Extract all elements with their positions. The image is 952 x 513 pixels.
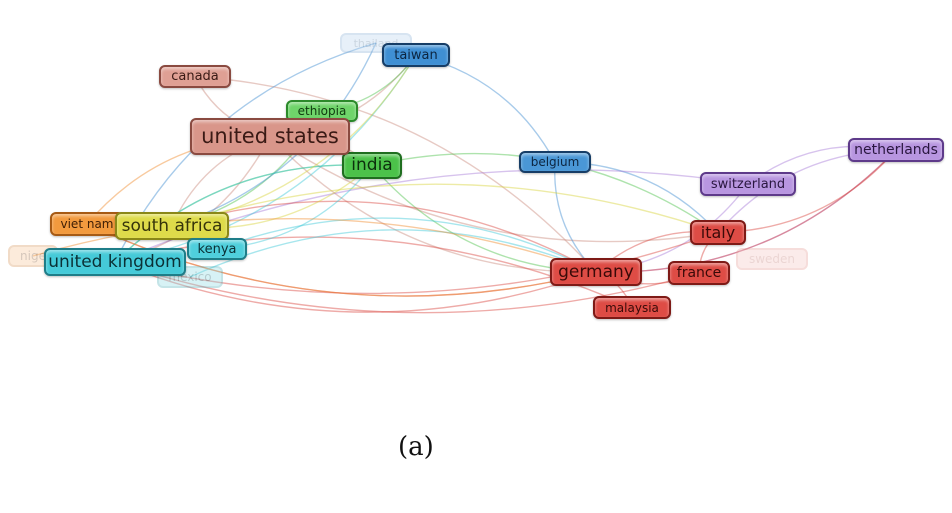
- link-germany-south-africa: [171, 200, 597, 273]
- node-france[interactable]: france: [668, 261, 730, 285]
- link-taiwan-belgium: [415, 54, 556, 163]
- node-united-states[interactable]: united states: [190, 118, 350, 155]
- node-germany[interactable]: germany: [550, 258, 642, 286]
- link-united-states-germany: [269, 136, 597, 273]
- figure-caption: (a): [398, 432, 434, 462]
- node-south-africa[interactable]: south africa: [115, 212, 229, 240]
- node-netherlands[interactable]: netherlands: [848, 138, 944, 162]
- link-germany-united-kingdom: [114, 261, 597, 313]
- link-south-africa-italy: [171, 183, 719, 234]
- node-india[interactable]: india: [342, 152, 402, 179]
- link-canada-germany: [194, 75, 597, 273]
- node-united-kingdom[interactable]: united kingdom: [44, 248, 186, 276]
- node-sweden[interactable]: sweden: [736, 248, 808, 270]
- link-kenya-germany: [216, 217, 597, 273]
- link-united-states-italy: [269, 135, 719, 243]
- link-nigeria-germany: [32, 218, 597, 273]
- node-ethiopia[interactable]: ethiopia: [286, 100, 358, 122]
- node-kenya[interactable]: kenya: [187, 238, 247, 260]
- node-italy[interactable]: italy: [690, 220, 746, 245]
- link-france-united-kingdom: [114, 261, 700, 314]
- node-switzerland[interactable]: switzerland: [700, 172, 796, 196]
- node-taiwan[interactable]: taiwan: [382, 43, 450, 67]
- node-malaysia[interactable]: malaysia: [593, 296, 671, 319]
- node-belgium[interactable]: belgium: [519, 151, 591, 173]
- node-canada[interactable]: canada: [159, 65, 231, 88]
- node-viet-nam[interactable]: viet nam: [50, 212, 124, 236]
